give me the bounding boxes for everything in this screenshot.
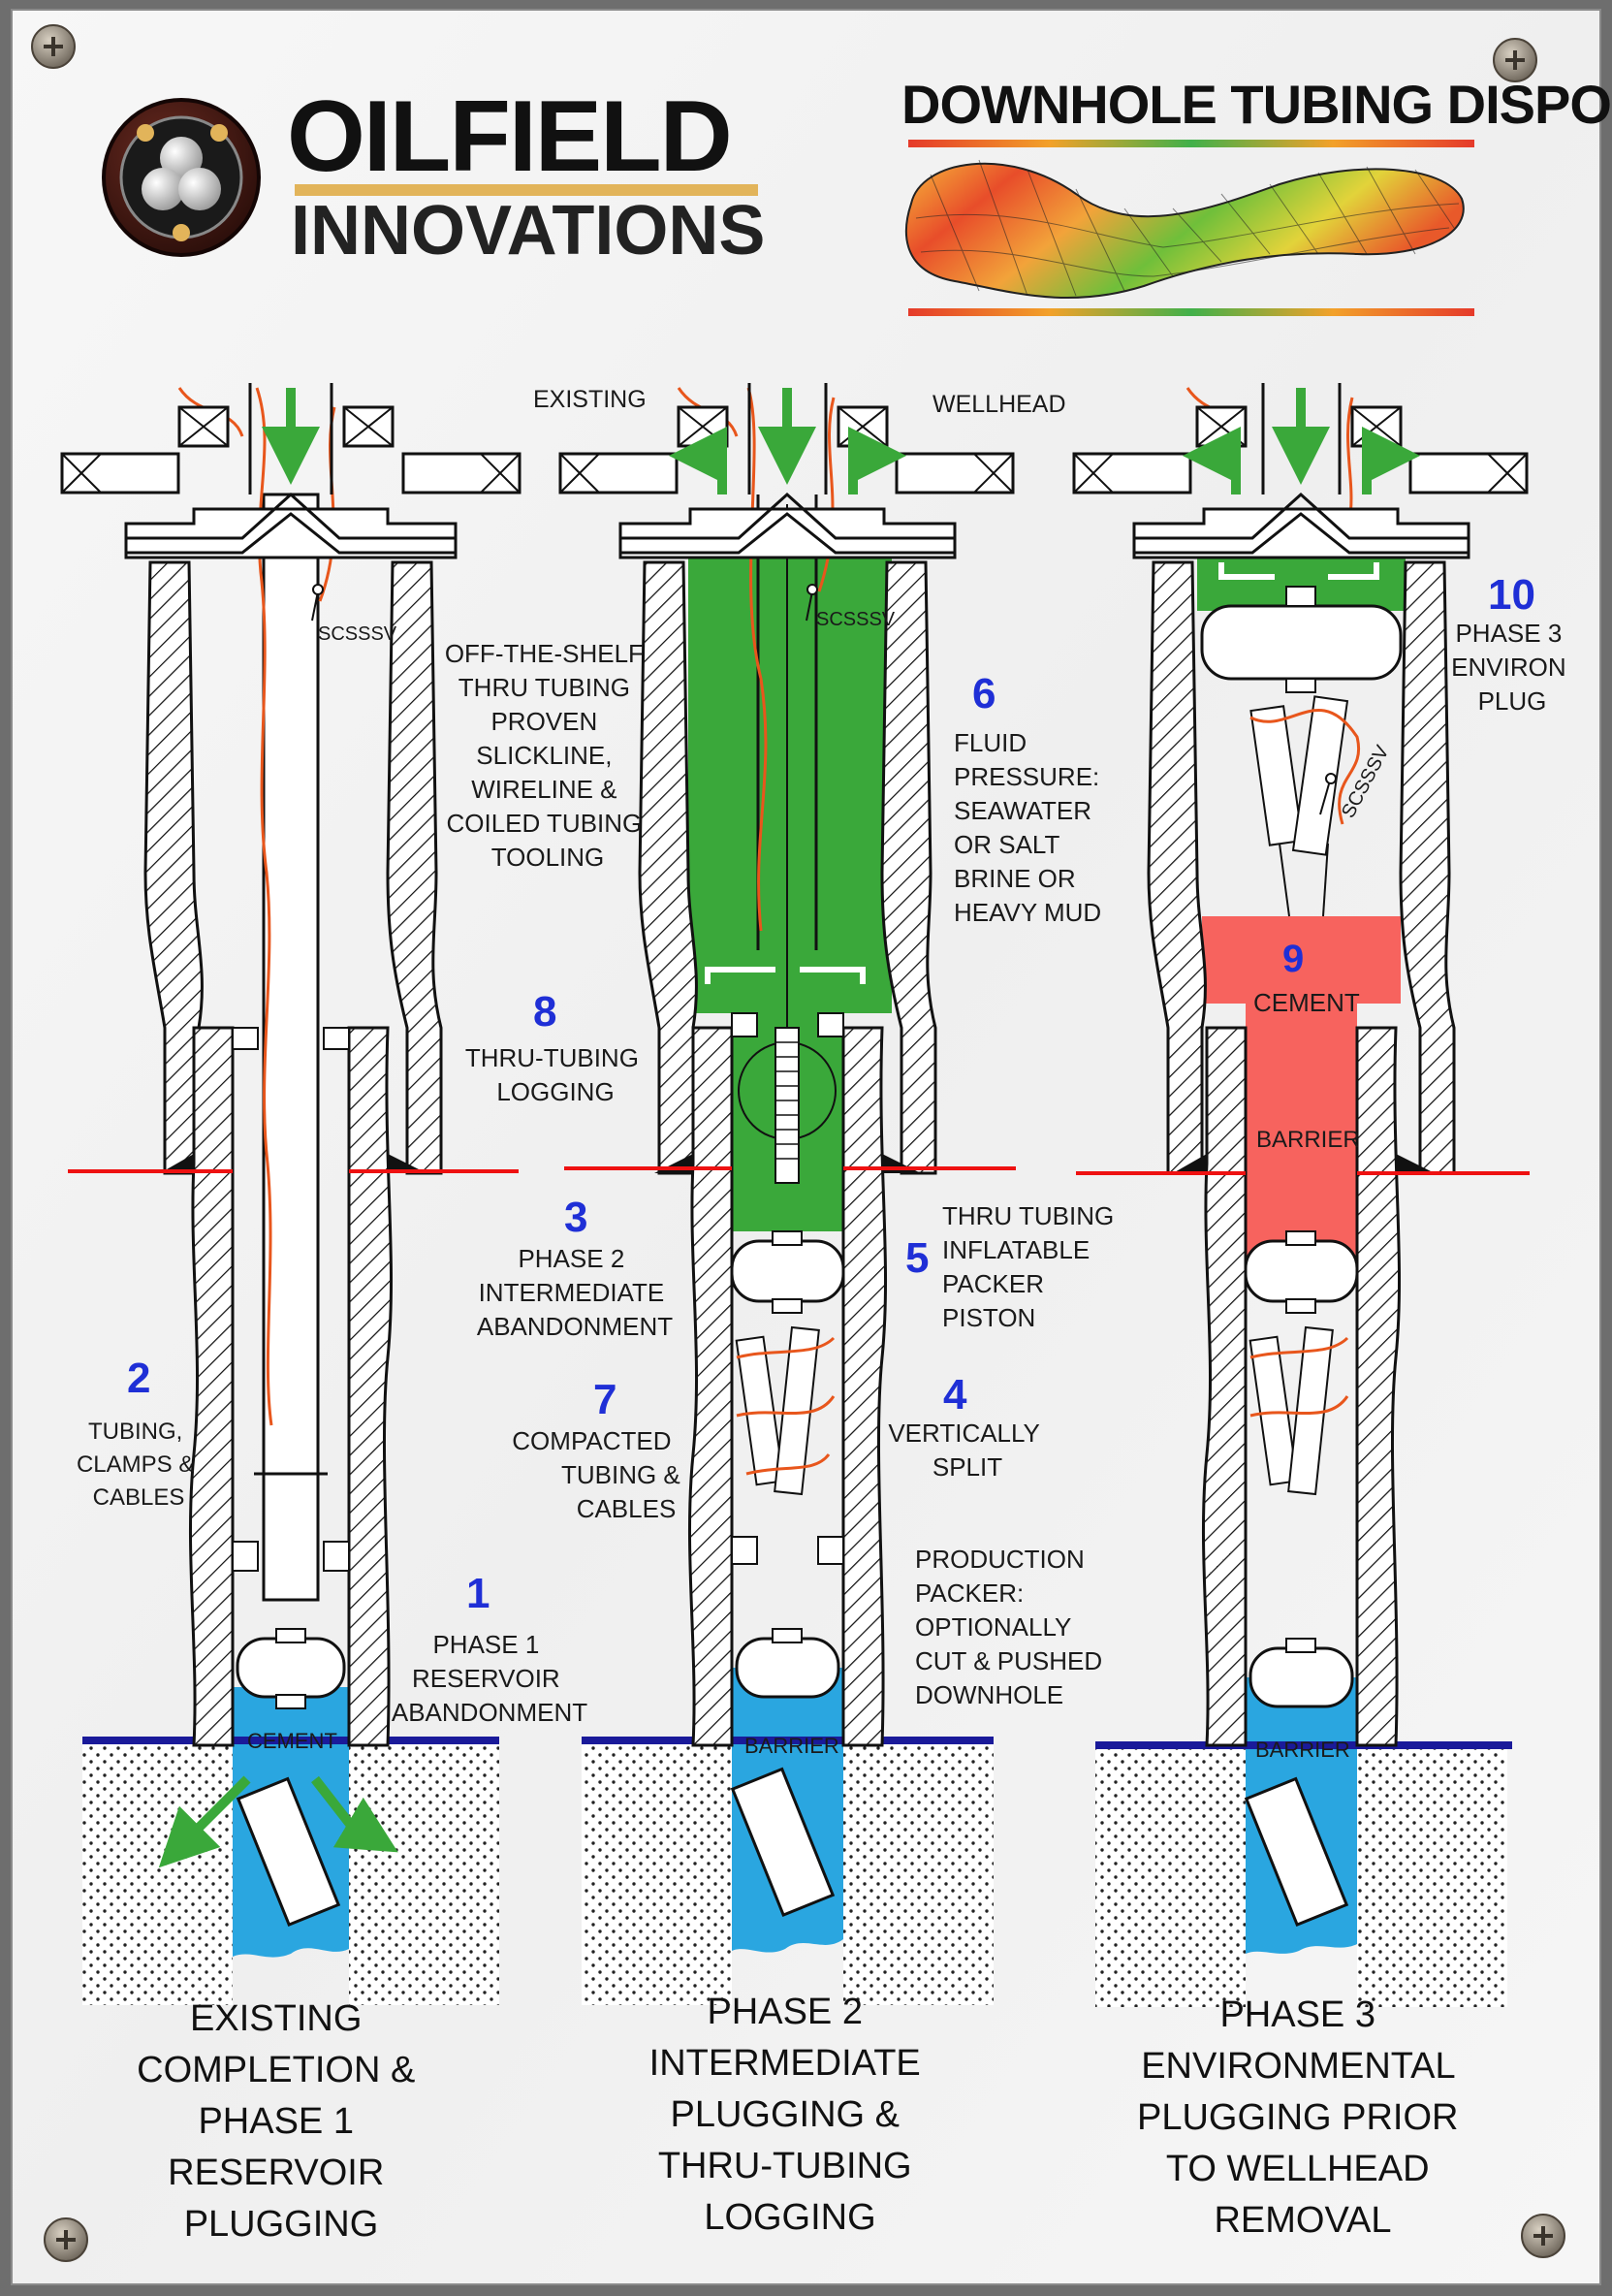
liner-left <box>188 1026 235 1747</box>
well-3: SCSSSV <box>1072 383 1530 2007</box>
title-bar-top <box>908 140 1474 147</box>
number-1: 1 <box>466 1570 490 1617</box>
packer <box>232 1541 259 1572</box>
inflatable-packer <box>730 1239 845 1303</box>
caption-2: PHASE 2 INTERMEDIATE PLUGGING & THRU-TUB… <box>649 1992 932 2238</box>
number-4: 4 <box>943 1371 967 1419</box>
up-arrow-icon <box>1362 427 1420 494</box>
wellhead <box>60 383 522 559</box>
number-10: 10 <box>1488 571 1535 619</box>
header-title: DOWNHOLE TUBING DISPOSAL <box>901 74 1612 135</box>
number-8: 8 <box>533 988 556 1036</box>
environ-fluid <box>1197 553 1406 611</box>
label-phase1-res: PHASE 1 RESERVOIR ABANDONMENT <box>392 1630 587 1727</box>
label-barrier-3a: BARRIER <box>1256 1127 1360 1153</box>
caption-1: EXISTING COMPLETION & PHASE 1 RESERVOIR … <box>137 1998 426 2245</box>
bridge-plug <box>236 1637 346 1699</box>
screw-icon <box>44 2217 88 2262</box>
number-6: 6 <box>972 670 996 718</box>
label-compacted: COMPACTED TUBING & CABLES <box>512 1426 687 1523</box>
title-bar-bottom <box>908 308 1474 316</box>
scsssv-label-1: SCSSSV <box>318 623 397 645</box>
flow-arrow-icon <box>158 1775 251 1868</box>
label-logging: THRU-TUBING LOGGING <box>465 1043 646 1106</box>
formation <box>82 1743 233 2005</box>
perforating-gun <box>236 1776 341 1927</box>
label-existing: EXISTING <box>533 386 647 413</box>
well-2: SCSSSV <box>558 383 1016 2005</box>
deformed-tubing-mesh-icon <box>905 159 1465 300</box>
number-2: 2 <box>127 1355 150 1402</box>
well-1: SCSSSV <box>60 383 522 2005</box>
screw-icon <box>1493 38 1537 82</box>
fluid-column <box>688 543 892 1231</box>
up-arrow-icon <box>669 427 727 494</box>
cable <box>736 1336 836 1476</box>
logo: OILFIELD INNOVATIONS <box>102 80 765 270</box>
environ-plug <box>1200 604 1403 681</box>
number-7: 7 <box>593 1376 616 1423</box>
logo-line2: INNOVATIONS <box>291 192 765 270</box>
up-arrow-icon <box>1183 427 1241 494</box>
label-inflatable: THRU TUBING INFLATABLE PACKER PISTON <box>942 1201 1121 1332</box>
label-cement-3: CEMENT <box>1253 988 1360 1017</box>
logo-line1: OILFIELD <box>287 80 731 193</box>
label-barrier-3b: BARRIER <box>1255 1738 1350 1762</box>
screw-icon <box>1521 2214 1565 2258</box>
label-prod-packer: PRODUCTION PACKER: OPTIONALLY CUT & PUSH… <box>915 1545 1109 1709</box>
number-9: 9 <box>1282 938 1304 980</box>
screw-icon <box>31 24 76 69</box>
label-wellhead: WELLHEAD <box>932 391 1066 418</box>
label-cement-1: CEMENT <box>247 1729 337 1753</box>
caption-3: PHASE 3 ENVIRONMENTAL PLUGGING PRIOR TO … <box>1137 1994 1469 2241</box>
number-5: 5 <box>905 1234 929 1282</box>
flow-arrow-icon <box>705 967 775 984</box>
label-phase2-int: PHASE 2 INTERMEDIATE ABANDONMENT <box>477 1244 673 1341</box>
scsssv-label-2: SCSSSV <box>816 609 896 630</box>
label-tubing: TUBING, CLAMPS & CABLES <box>77 1419 201 1511</box>
number-3: 3 <box>564 1194 587 1241</box>
flow-arrow-icon <box>311 1775 398 1853</box>
label-barrier-2: BARRIER <box>744 1734 839 1758</box>
label-fluid: FLUID PRESSURE: SEAWATER OR SALT BRINE O… <box>954 728 1107 927</box>
logo-divider <box>295 184 758 196</box>
cement-column <box>1202 916 1401 1256</box>
tubing <box>262 493 320 1602</box>
label-split: VERTICALLY SPLIT <box>888 1419 1046 1482</box>
label-off-shelf: OFF-THE-SHELF THRU TUBING PROVEN SLICKLI… <box>445 639 650 872</box>
up-arrow-icon <box>848 427 906 494</box>
label-phase3-env: PHASE 3 ENVIRON PLUG <box>1451 619 1573 716</box>
